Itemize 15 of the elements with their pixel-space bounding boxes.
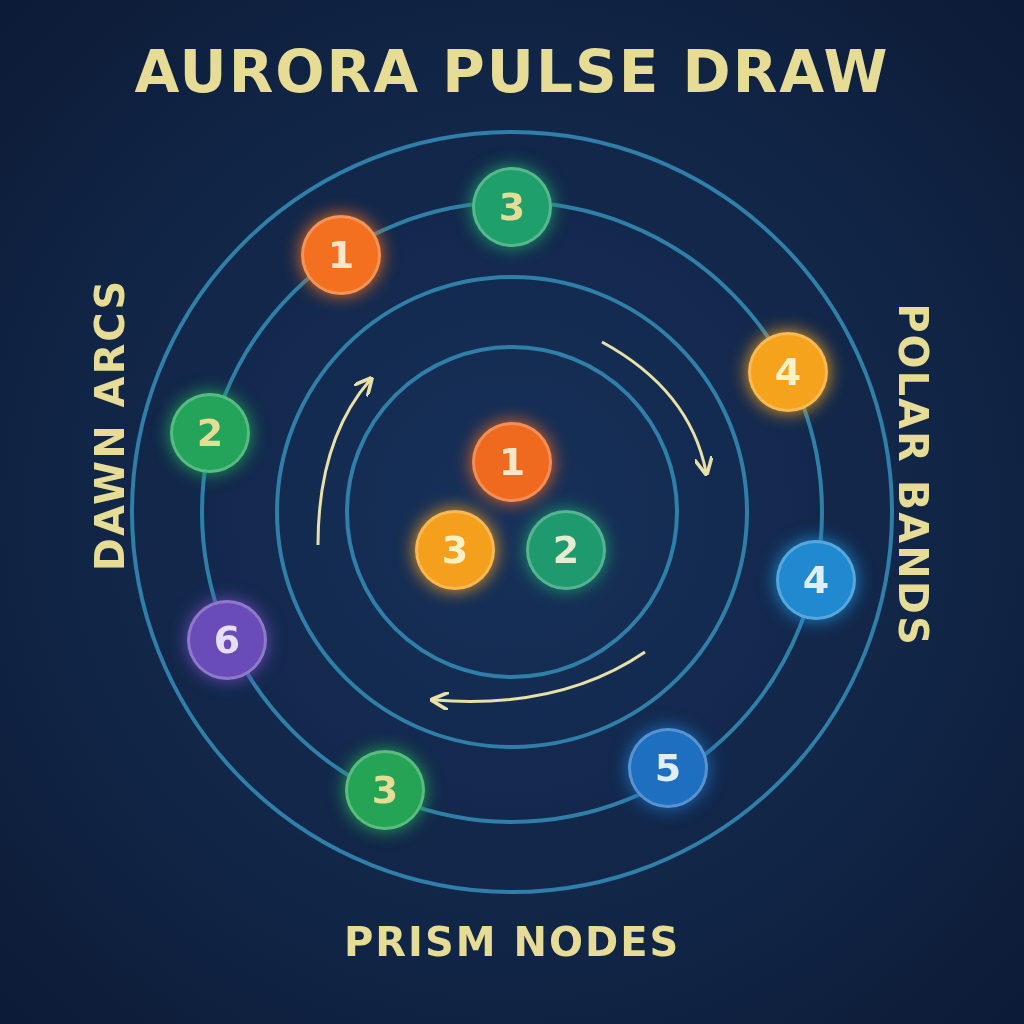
number-circle: 2 <box>170 393 250 473</box>
number-circle: 4 <box>748 332 828 412</box>
number-circle: 3 <box>472 167 552 247</box>
number-circle: 1 <box>301 215 381 295</box>
number-circle: 4 <box>776 540 856 620</box>
ring-label: POLAR BANDS <box>889 303 936 647</box>
number-circle: 2 <box>526 510 606 590</box>
number-circle: 5 <box>628 728 708 808</box>
ring-label: PRISM NODES <box>344 919 681 965</box>
number-circle: 3 <box>345 750 425 830</box>
ring-label: DAWN ARCS <box>86 278 133 572</box>
number-circle: 6 <box>187 600 267 680</box>
number-circle: 1 <box>472 422 552 502</box>
number-circle: 3 <box>415 510 495 590</box>
title: AURORA PULSE DRAW <box>133 38 891 106</box>
